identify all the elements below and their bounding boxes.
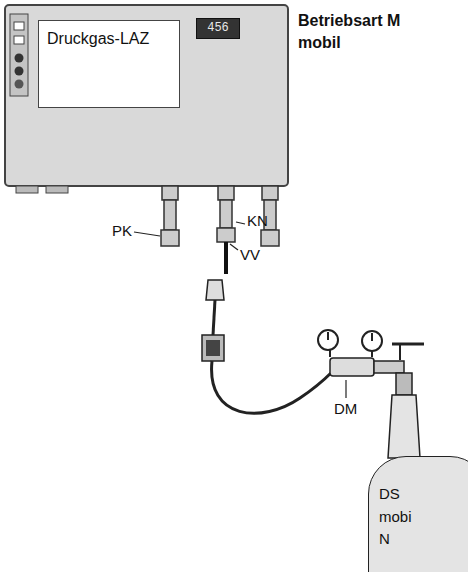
part-label: DM [334, 400, 357, 417]
digital-readout: 456 [196, 18, 240, 39]
port-label: VV [240, 246, 260, 263]
node-text: 456 [201, 21, 235, 37]
node-text: Druckgas-LAZ [47, 27, 171, 51]
node-text: N [379, 528, 427, 551]
mode-title: Betriebsart M mobil [298, 10, 438, 53]
node-text: DS mobi [379, 483, 427, 528]
port-label: KN [247, 212, 268, 229]
display-window: Druckgas-LAZ [38, 20, 180, 108]
gas-cylinder: DS mobiN [368, 456, 468, 572]
port-label: PK [112, 222, 132, 239]
